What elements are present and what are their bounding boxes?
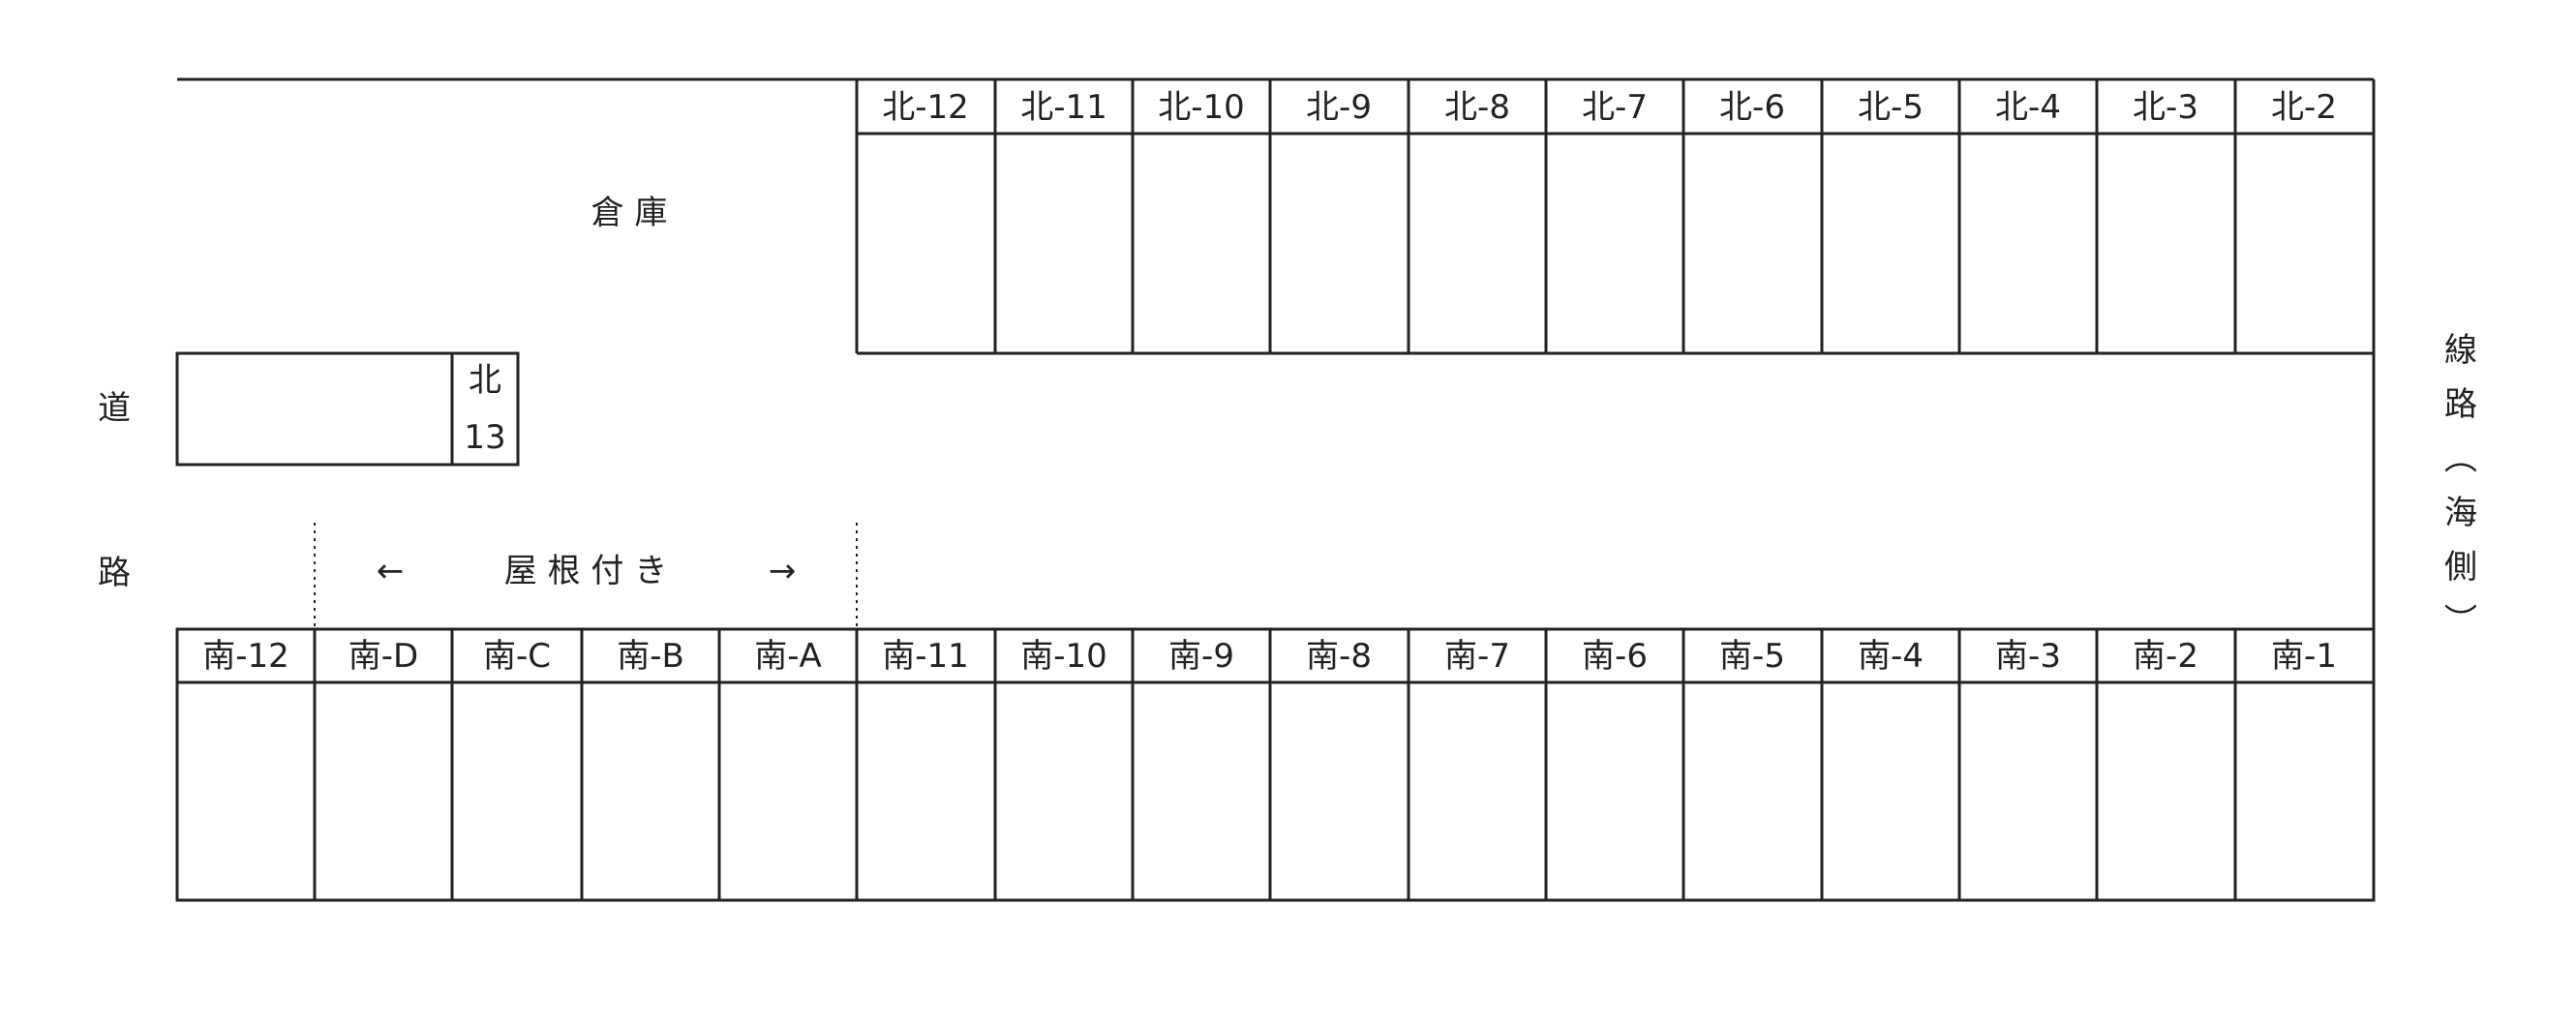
rail-label-char: ︶: [2444, 602, 2477, 641]
roofed-label: 屋 根 付 き: [503, 552, 668, 590]
south-stall-dividers: [313, 629, 2237, 900]
south-stall-label: 南-12: [202, 637, 289, 676]
road-label-char1: 道: [98, 389, 131, 428]
north-stall-label: 北-11: [1020, 88, 1107, 127]
rail-label-char: 線: [2444, 331, 2477, 370]
north-stall-label: 北-12: [882, 88, 969, 127]
rail-label-char: 海: [2444, 494, 2477, 532]
north13-label-top: 北: [469, 361, 501, 400]
north-stall-label: 北-7: [1582, 88, 1648, 127]
rail-label-char: ︵: [2444, 439, 2477, 478]
north-stall-label: 北-5: [1858, 88, 1924, 127]
north-stall-dividers: [855, 79, 2237, 353]
rail-label-char: 側: [2444, 548, 2477, 587]
south-stall-label: 南-8: [1306, 637, 1372, 676]
south-stall-label: 南-10: [1020, 637, 1107, 676]
road-label-char2: 路: [98, 554, 131, 592]
warehouse-label: 倉 庫: [591, 194, 668, 232]
north-stall-label: 北-6: [1719, 88, 1785, 127]
roofed-left-arrow: ←: [376, 552, 405, 590]
south-stall-label: 南-A: [754, 637, 822, 676]
south-stall-label: 南-D: [348, 637, 419, 676]
north-stall-label: 北-4: [1995, 88, 2061, 127]
roofed-right-arrow: →: [768, 552, 797, 590]
rail-label-char: 路: [2444, 385, 2477, 424]
south-stall-label: 南-4: [1858, 637, 1924, 676]
side-box: [175, 351, 520, 467]
south-stall-label: 南-2: [2133, 637, 2198, 676]
north-stall-label: 北-2: [2271, 88, 2337, 127]
south-stall-label: 南-B: [617, 637, 684, 676]
south-stall-label: 南-9: [1168, 637, 1234, 676]
rail-label: 線 路 ︵ 海 側 ︶: [2444, 334, 2477, 659]
south-stall-label: 南-11: [882, 637, 969, 676]
north-stall-label: 北-9: [1306, 88, 1372, 127]
north-stall-label: 北-3: [2133, 88, 2198, 127]
south-stall-label: 南-C: [482, 637, 552, 676]
south-stall-label: 南-7: [1444, 637, 1510, 676]
north13-label-bottom: 13: [464, 418, 506, 457]
south-stall-label: 南-1: [2271, 637, 2337, 676]
north-stall-label: 北-10: [1158, 88, 1245, 127]
north-stall-label: 北-8: [1444, 88, 1510, 127]
south-stall-label: 南-6: [1582, 637, 1648, 676]
south-stall-label: 南-3: [1995, 637, 2061, 676]
south-block-border: [175, 627, 2376, 902]
south-stall-label: 南-5: [1719, 637, 1785, 676]
